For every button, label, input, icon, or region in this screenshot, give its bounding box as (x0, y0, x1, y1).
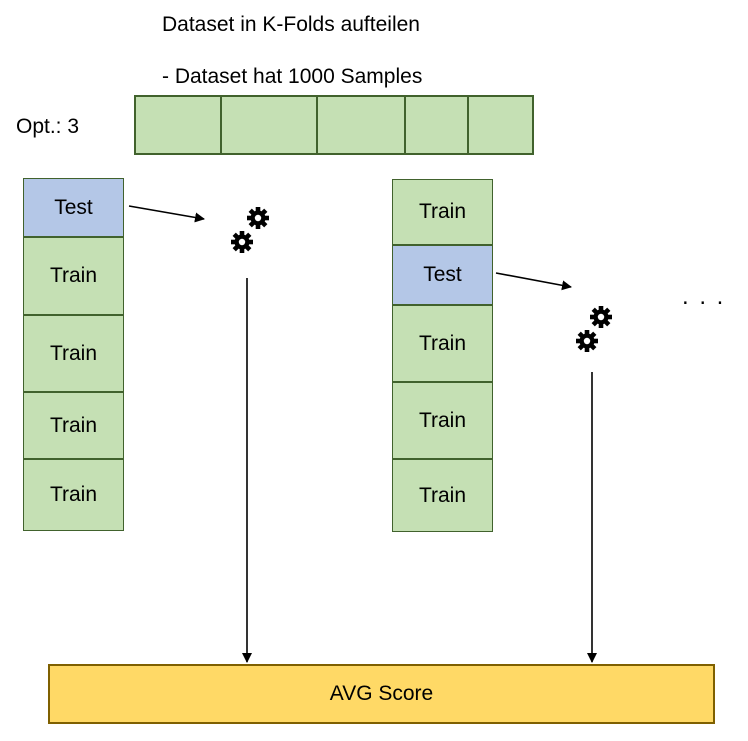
ellipsis: . . . (682, 283, 726, 310)
fold-1-test-cell: Test (23, 178, 124, 237)
fold-1-train-cell: Train (23, 237, 124, 315)
avg-score-box: AVG Score (48, 664, 715, 724)
fold-2-column: Train Test Train Train Train (392, 179, 493, 532)
fold-1-column: Test Train Train Train Train (23, 178, 124, 531)
fold-2-test-cell: Test (392, 245, 493, 305)
title-line-2: - Dataset hat 1000 Samples (162, 65, 423, 88)
fold-2-train-cell: Train (392, 305, 493, 382)
title-line-1: Dataset in K-Folds aufteilen (162, 13, 420, 36)
option-label: Opt.: 3 (16, 115, 80, 138)
fold-1-test-arrow (128, 205, 205, 223)
fold-1-train-cell: Train (23, 459, 124, 531)
gears-icon (231, 207, 269, 253)
dataset-bar (134, 95, 534, 155)
dataset-segment-divider (467, 97, 469, 153)
fold-1-train-cell: Train (23, 392, 124, 459)
gears-icon (576, 306, 612, 352)
fold-2-train-cell: Train (392, 382, 493, 459)
avg-score-label: AVG Score (329, 682, 434, 705)
fold-2-train-cell: Train (392, 179, 493, 245)
dataset-segment-divider (220, 97, 222, 153)
dataset-segment-divider (404, 97, 406, 153)
fold-2-test-arrow (495, 272, 572, 291)
dataset-segment-divider (316, 97, 318, 153)
fold-1-train-cell: Train (23, 315, 124, 392)
fold-2-train-cell: Train (392, 459, 493, 532)
